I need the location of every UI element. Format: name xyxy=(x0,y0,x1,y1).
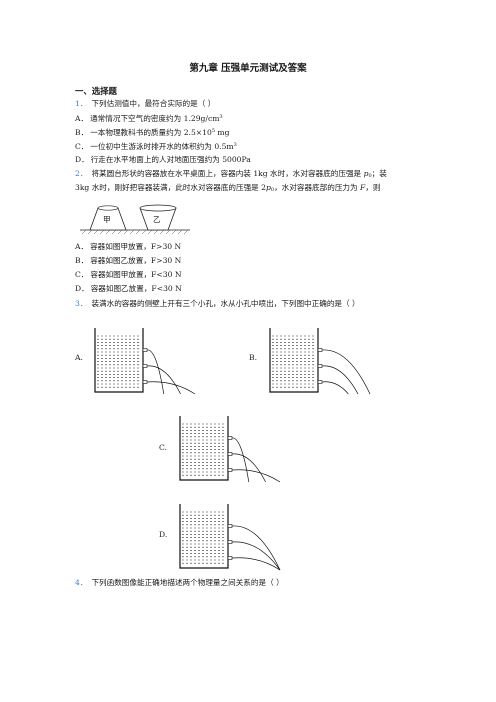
question-number: 2． xyxy=(75,169,88,178)
container-wall xyxy=(269,328,319,393)
container-label-jia: 甲 xyxy=(103,215,111,224)
question-2: 2．将某圆台形状的容器放在水平桌面上，容器内装 1kg 水时，水对容器底的压强是… xyxy=(75,169,387,179)
question-number: 1． xyxy=(75,99,88,108)
page-title: 第九章 压强单元测试及答案 xyxy=(189,63,307,74)
containers-figure xyxy=(80,204,190,235)
fig-label-a: A. xyxy=(75,353,83,362)
q2-option-a: A．容器如图甲放置，F>30 N xyxy=(75,242,182,251)
fig-label-c: C. xyxy=(159,443,167,452)
figure-d xyxy=(179,504,281,571)
water xyxy=(182,511,226,564)
container-wall xyxy=(179,504,229,569)
container-wall xyxy=(94,328,144,393)
q1-option-b: B．一本物理教科书的质量约为 2.5×105 mg xyxy=(75,128,230,137)
nozzle xyxy=(142,348,148,352)
water-jet xyxy=(231,557,281,571)
water-jet xyxy=(321,365,359,395)
question-number: 3． xyxy=(75,299,88,308)
fig-label-d: D. xyxy=(159,530,168,539)
question-3: 3．装满水的容器的侧壁上开有三个小孔，水从小孔中喷出，下列图中正确的是（ ） xyxy=(75,299,360,308)
nozzle xyxy=(317,380,323,384)
water-jet xyxy=(146,365,181,395)
fig-label-b: B. xyxy=(249,353,257,362)
water-jet xyxy=(231,525,281,571)
nozzle xyxy=(317,348,323,352)
water-jet xyxy=(231,541,281,571)
q2-option-d: D．容器如图乙放置，F<30 N xyxy=(75,284,182,293)
water-jet xyxy=(321,381,349,395)
question-1: 1．下列估测值中，最符合实际的是（ ） xyxy=(75,98,215,109)
figure-a xyxy=(94,328,196,395)
nozzle xyxy=(227,468,233,472)
nozzle xyxy=(142,364,148,368)
q1-option-d: D．行走在水平地面上的人对地面压强约为 5000Pa xyxy=(75,155,251,164)
question-4: 4．下列函数图像能正确地描述两个物理量之间关系的是（ ） xyxy=(75,578,284,587)
nozzle xyxy=(317,364,323,368)
nozzle xyxy=(227,540,233,544)
nozzle xyxy=(227,556,233,560)
q1-option-c: C．一位初中生游泳时排开水的体积约为 0.5m3 xyxy=(75,142,237,151)
water-jet xyxy=(231,469,281,483)
question-number: 4． xyxy=(75,578,88,587)
nozzle xyxy=(227,524,233,528)
container-wall xyxy=(179,416,229,481)
water-jet xyxy=(231,437,250,483)
water xyxy=(97,335,141,388)
figure-c xyxy=(179,416,281,483)
section-heading: 一、选择题 xyxy=(75,86,117,96)
water xyxy=(182,423,226,476)
water-jet xyxy=(146,349,165,395)
figure-b xyxy=(269,328,371,395)
water-jet xyxy=(321,349,371,395)
q2-option-b: B．容器如图乙放置，F>30 N xyxy=(75,256,182,265)
container-label-yi: 乙 xyxy=(153,215,161,224)
water-jet xyxy=(231,453,266,483)
q1-option-a: A．通常情况下空气的密度约为 1.29g/cm3 xyxy=(75,114,223,123)
water xyxy=(272,335,316,388)
question-2-line-2: 3kg 水时，刚好把容器装满，此时水对容器底的压强是 2p0，水对容器底部的压力… xyxy=(75,183,381,193)
q2-option-c: C．容器如图甲放置，F<30 N xyxy=(75,270,182,279)
nozzle xyxy=(227,452,233,456)
nozzle xyxy=(142,380,148,384)
question-stem: 下列估测值中，最符合实际的是（ ） xyxy=(91,99,216,108)
nozzle xyxy=(227,436,233,440)
water-jet xyxy=(146,381,196,395)
